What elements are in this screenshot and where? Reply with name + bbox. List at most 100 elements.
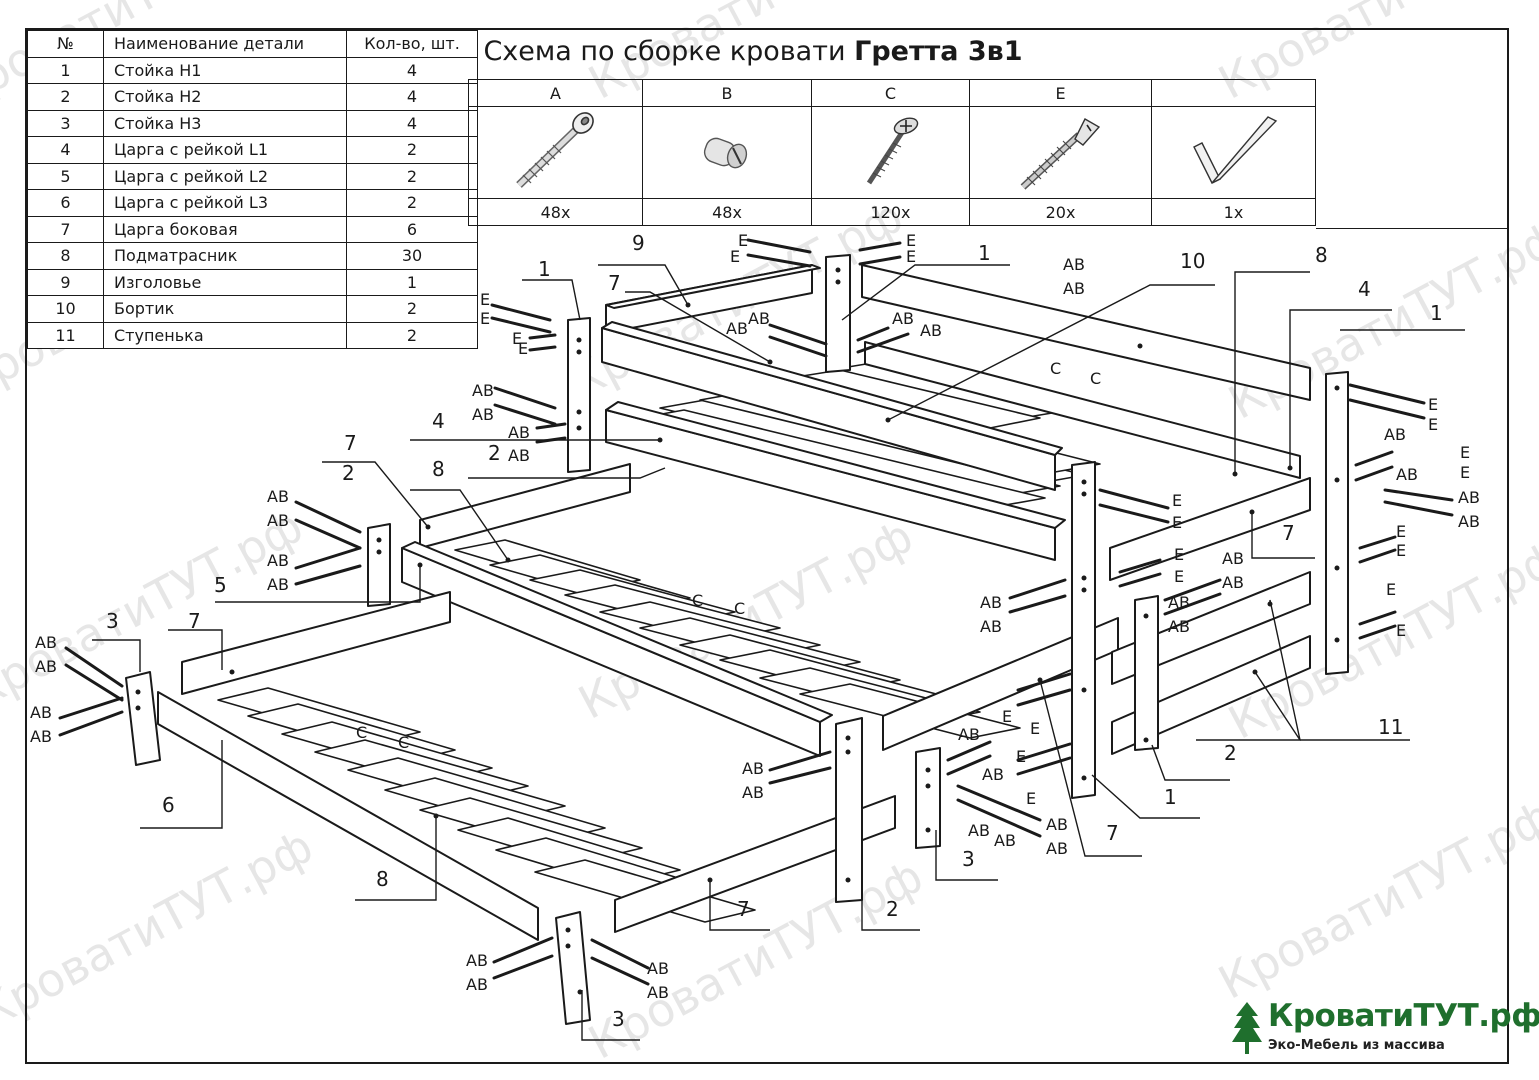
hardware-count: 20x [969,198,1152,226]
svg-text:АВ: АВ [920,321,942,340]
callout: 8 [376,867,389,891]
hex-key-icon [1151,106,1316,199]
svg-text:АВ: АВ [1168,617,1190,636]
svg-text:АВ: АВ [994,831,1016,850]
svg-text:E: E [1172,513,1182,532]
callout: 11 [1378,715,1403,739]
svg-text:E: E [1002,707,1012,726]
svg-text:АВ: АВ [466,951,488,970]
post-1-front-right [1071,461,1096,799]
euro-screw-icon [969,106,1152,199]
page-title: Схема по сборке кровати Гретта 3в1 [468,36,1038,67]
fastener-labels: E E E E АВ АВ E E E E АВ АВ АВ АВ АВ АВ … [30,231,1480,1002]
drawing-frame [25,28,1509,1064]
svg-text:АВ: АВ [1396,465,1418,484]
upper-back-rail [861,264,1311,401]
step-upper [1111,571,1311,685]
wood-screw-icon [811,106,970,199]
svg-text:АВ: АВ [726,319,748,338]
svg-text:АВ: АВ [1063,279,1085,298]
callout: 2 [342,461,355,485]
callout: 2 [886,897,899,921]
hardware-count: 1x [1151,198,1316,226]
svg-text:C: C [734,599,745,618]
lower-back-rail [181,591,451,695]
screws [58,238,1454,986]
callout: 4 [1358,277,1371,301]
svg-text:E: E [480,290,490,309]
svg-text:E: E [906,231,916,250]
svg-text:АВ: АВ [958,725,980,744]
svg-text:E: E [1386,580,1396,599]
svg-text:АВ: АВ [1222,573,1244,592]
svg-text:АВ: АВ [508,446,530,465]
callout: 7 [737,897,750,921]
svg-text:E: E [480,309,490,328]
svg-text:АВ: АВ [980,593,1002,612]
svg-text:АВ: АВ [35,633,57,652]
svg-text:АВ: АВ [892,309,914,328]
post-3-mid [915,747,941,849]
svg-text:АВ: АВ [1168,593,1190,612]
hardware-letter: A [468,79,643,107]
header-name: Наименование детали [103,30,347,58]
post-1-back-mid [825,254,851,373]
svg-text:E: E [1428,415,1438,434]
svg-text:C: C [356,723,367,742]
logo-name: КроватиТУТ.рф [1268,998,1539,1034]
svg-text:АВ: АВ [1458,512,1480,531]
callout: 9 [632,231,645,255]
callout: 1 [978,241,991,265]
svg-text:АВ: АВ [647,983,669,1002]
callout: 3 [612,1007,625,1031]
header-no: № [27,30,104,58]
lower-side-rail [614,795,896,933]
barrel-nut-icon [642,106,812,199]
leader-lines [92,264,1465,1041]
logo-tagline: Эко-Мебель из массива [1268,1038,1445,1053]
hardware-count: 120x [811,198,970,226]
svg-text:АВ: АВ [742,783,764,802]
svg-text:АВ: АВ [30,703,52,722]
post-2-right [1134,595,1159,751]
svg-text:АВ: АВ [742,759,764,778]
brand-logo: КроватиТУТ.рф Эко-Мебель из массива [1232,998,1539,1058]
svg-text:АВ: АВ [267,511,289,530]
post-2-left [367,523,391,607]
svg-text:АВ: АВ [982,765,1004,784]
lower-slats [217,687,756,923]
upper-guard-rail-top [601,321,1063,456]
svg-text:E: E [1016,747,1026,766]
svg-text:E: E [1174,567,1184,586]
hardware-letter: B [642,79,812,107]
callout: 7 [1106,821,1119,845]
callout: 2 [1224,741,1237,765]
svg-text:АВ: АВ [472,405,494,424]
svg-text:C: C [398,733,409,752]
parts-table-header: № Наименование детали Кол-во, шт. [27,30,478,58]
svg-text:E: E [1428,395,1438,414]
holes [135,267,1340,995]
svg-text:АВ: АВ [647,959,669,978]
svg-text:АВ: АВ [1384,425,1406,444]
callout: 2 [488,441,501,465]
post-1-back-right [1325,371,1349,675]
svg-text:АВ: АВ [30,727,52,746]
svg-text:АВ: АВ [1046,815,1068,834]
svg-text:E: E [738,231,748,250]
callout: 8 [1315,243,1328,267]
svg-text:АВ: АВ [508,423,530,442]
callout: 3 [106,609,119,633]
title-prefix: Схема по сборке кровати [483,36,846,67]
svg-text:E: E [730,247,740,266]
callout: 3 [962,847,975,871]
callout: 7 [188,609,201,633]
hardware-count: 48x [468,198,643,226]
callout: 6 [162,793,175,817]
svg-text:АВ: АВ [267,551,289,570]
